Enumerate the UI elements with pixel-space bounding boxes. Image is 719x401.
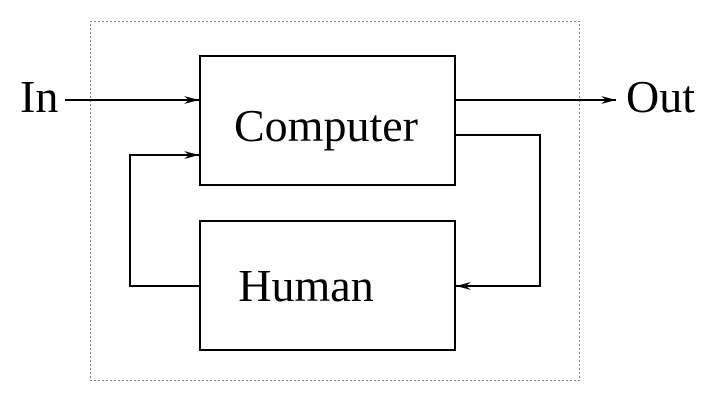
computer-label: Computer <box>234 100 418 151</box>
system-boundary <box>90 21 580 381</box>
output-label: Out <box>626 71 695 122</box>
human-to-computer-arrow <box>129 151 199 287</box>
human-label: Human <box>238 260 373 311</box>
input-label: In <box>20 71 58 122</box>
computer-node: Computer <box>199 55 456 186</box>
computer-to-human-arrow <box>456 134 541 290</box>
human-box <box>199 220 456 351</box>
computer-box <box>199 55 456 186</box>
human-node: Human <box>199 220 456 351</box>
